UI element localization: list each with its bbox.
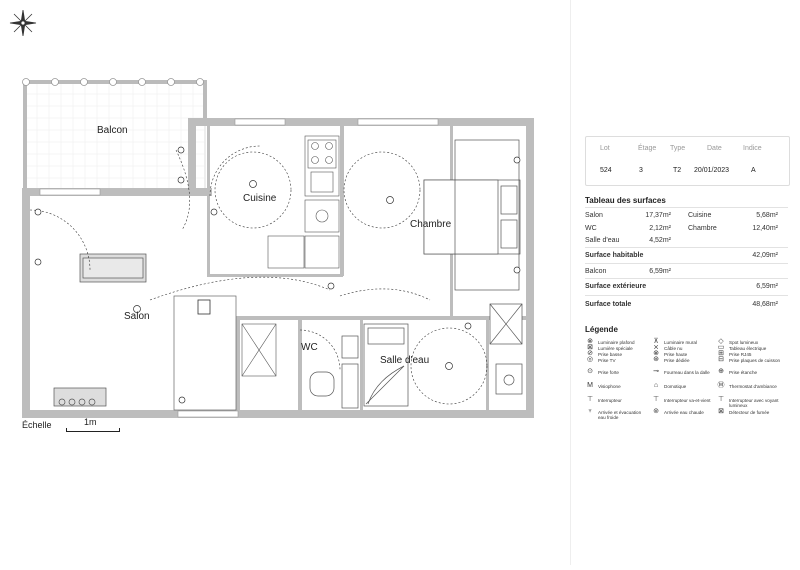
legend-item: ▭Tableau électrique [717, 344, 767, 351]
toilet [309, 335, 359, 409]
legend-item: ◇Spot lumineux [718, 338, 759, 345]
room-label-balcon: Balcon [97, 125, 128, 136]
cooktop-socket-icon: ⊟ [718, 356, 724, 363]
switch-icon: ⊤ [586, 396, 594, 403]
legend-item: ⊚Arrivée eau chaude [653, 408, 704, 415]
tv-unit [53, 387, 107, 407]
legend-item: ⊼Luminaire mural [653, 338, 697, 345]
floor-plan-drawing [9, 9, 534, 418]
two-way-switch-icon: ⊤ [652, 396, 660, 403]
legend-item: ⊟Prise plaques de cuisson [718, 356, 781, 363]
legend-item: ⊙Prise forte [587, 368, 619, 375]
scale-bar [66, 428, 120, 432]
low-socket-icon: ⊘ [587, 350, 593, 357]
legend-item: ⊤Interrupteur avec voyant lumineux [717, 396, 779, 408]
header-etage: Étage [638, 145, 657, 152]
rj45-icon: ⊞ [718, 350, 724, 357]
legend-item: ⊘Prise basse [587, 350, 623, 357]
floor-plan: Balcon Cuisine Chambre Salon WC Salle d'… [9, 9, 534, 432]
ceiling-light-icon: ⊗ [587, 338, 593, 345]
compass-icon [9, 9, 37, 37]
legend-item: ⊛Prise dédiée [653, 356, 690, 363]
scale-unit: 1m [84, 417, 97, 427]
header-type: Type [670, 145, 686, 152]
wall-light-icon: ⊼ [653, 338, 659, 345]
room-label-salle-eau: Salle d'eau [380, 355, 430, 366]
balcony-area [22, 78, 207, 190]
conduit-icon: ⊸ [653, 368, 659, 375]
legend-item: ⊠Détecteur de fumée [718, 408, 770, 415]
hot-water-icon: ⊚ [653, 408, 659, 415]
legend-item: ⊗Prise haute [653, 350, 688, 357]
room-label-salon: Salon [124, 311, 150, 322]
legend-title: Légende [585, 325, 618, 334]
dedicated-socket-icon: ⊛ [653, 356, 659, 363]
lot-info-table: Lot Étage Type Date Indice 524 3 T2 20/0… [585, 136, 790, 186]
electrical-panel-icon: ▭ [717, 344, 725, 351]
legend-item: ⨯Câble nu [653, 344, 683, 351]
value-indice: A [751, 167, 756, 174]
room-label-wc: WC [301, 342, 318, 353]
shower [363, 323, 409, 407]
lit-switch-icon: ⊤ [717, 396, 725, 403]
legend-item: ⊸Fourreau dans la dalle [653, 368, 710, 375]
header-lot: Lot [600, 145, 610, 152]
cold-water-icon: ♆ [587, 408, 593, 415]
legend-item: ⊗Luminaire plafond [587, 338, 635, 345]
value-date: 20/01/2023 [694, 167, 730, 174]
value-etage: 3 [639, 167, 643, 174]
waterproof-socket-icon: ⊕ [718, 368, 724, 375]
tv-socket-icon: ◎ [586, 356, 594, 363]
legend-item: ⊠Lumière spéciale [587, 344, 633, 351]
scale-label: Échelle [22, 420, 52, 430]
legend-item: ⌂Domotique [653, 382, 687, 389]
legend-item: ⊞Prise RJ45 [718, 350, 752, 357]
bare-cable-icon: ⨯ [653, 344, 659, 351]
value-type: T2 [673, 167, 682, 174]
header-indice: Indice [743, 145, 762, 152]
room-label-chambre: Chambre [410, 219, 452, 230]
legend-item: ⊤Interrupteur va-et-vient [652, 396, 711, 403]
legend-item: ◎Prise TV [586, 356, 616, 363]
surfaces-title: Tableau des surfaces [585, 196, 666, 205]
special-light-icon: ⊠ [587, 344, 593, 351]
thermostat-icon: Ⓜ [717, 382, 725, 389]
value-lot: 524 [600, 167, 612, 174]
smoke-detector-icon: ⊠ [718, 408, 724, 415]
bed [423, 139, 521, 291]
home-automation-icon: ⌂ [653, 382, 659, 389]
videophone-icon: M [587, 382, 593, 389]
room-label-cuisine: Cuisine [243, 193, 277, 204]
legend-item: ♆Arrivée et évacuation eau froide [587, 408, 642, 420]
kitchen [267, 135, 340, 269]
info-panel: Lot Étage Type Date Indice 524 3 T2 20/0… [570, 0, 800, 565]
legend-item: ⊕Prise étanche [718, 368, 758, 375]
power-socket-icon: ⊙ [587, 368, 593, 375]
header-date: Date [707, 145, 722, 152]
legend-item: ⊤Interrupteur [586, 396, 622, 403]
sofa [79, 253, 147, 283]
high-socket-icon: ⊗ [653, 350, 659, 357]
spot-light-icon: ◇ [718, 338, 724, 345]
